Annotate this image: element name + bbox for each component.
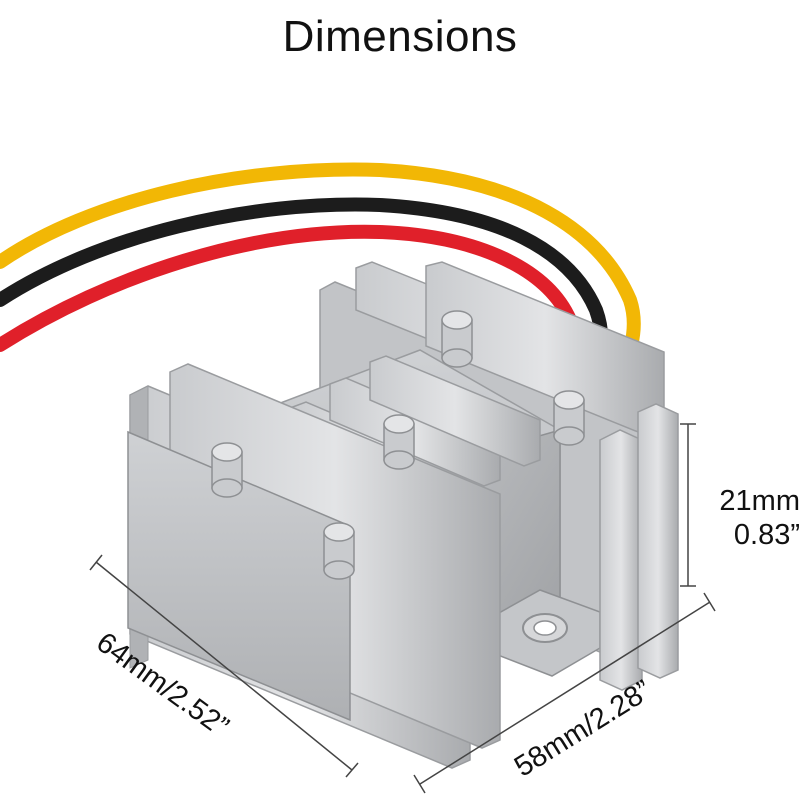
rivet: [441, 310, 473, 368]
rivet: [383, 414, 415, 470]
rivet: [323, 522, 355, 580]
yellow-wire: [0, 162, 641, 385]
rivet: [553, 390, 585, 446]
rivets: [211, 310, 585, 580]
width-dimension-line: [413, 592, 716, 794]
dimension-lines: [89, 423, 716, 794]
depth-dimension-line: [89, 554, 359, 778]
height-dimension-line: [680, 423, 696, 587]
height-dimension-label: 21mm 0.83”: [690, 484, 800, 552]
height-mm-label: 21mm: [719, 485, 800, 517]
height-inch-label: 0.83”: [733, 519, 800, 551]
image-title: Dimensions: [282, 12, 518, 61]
black-wire: [0, 197, 609, 379]
mounting-tab: [489, 589, 601, 677]
rivet: [211, 442, 243, 498]
